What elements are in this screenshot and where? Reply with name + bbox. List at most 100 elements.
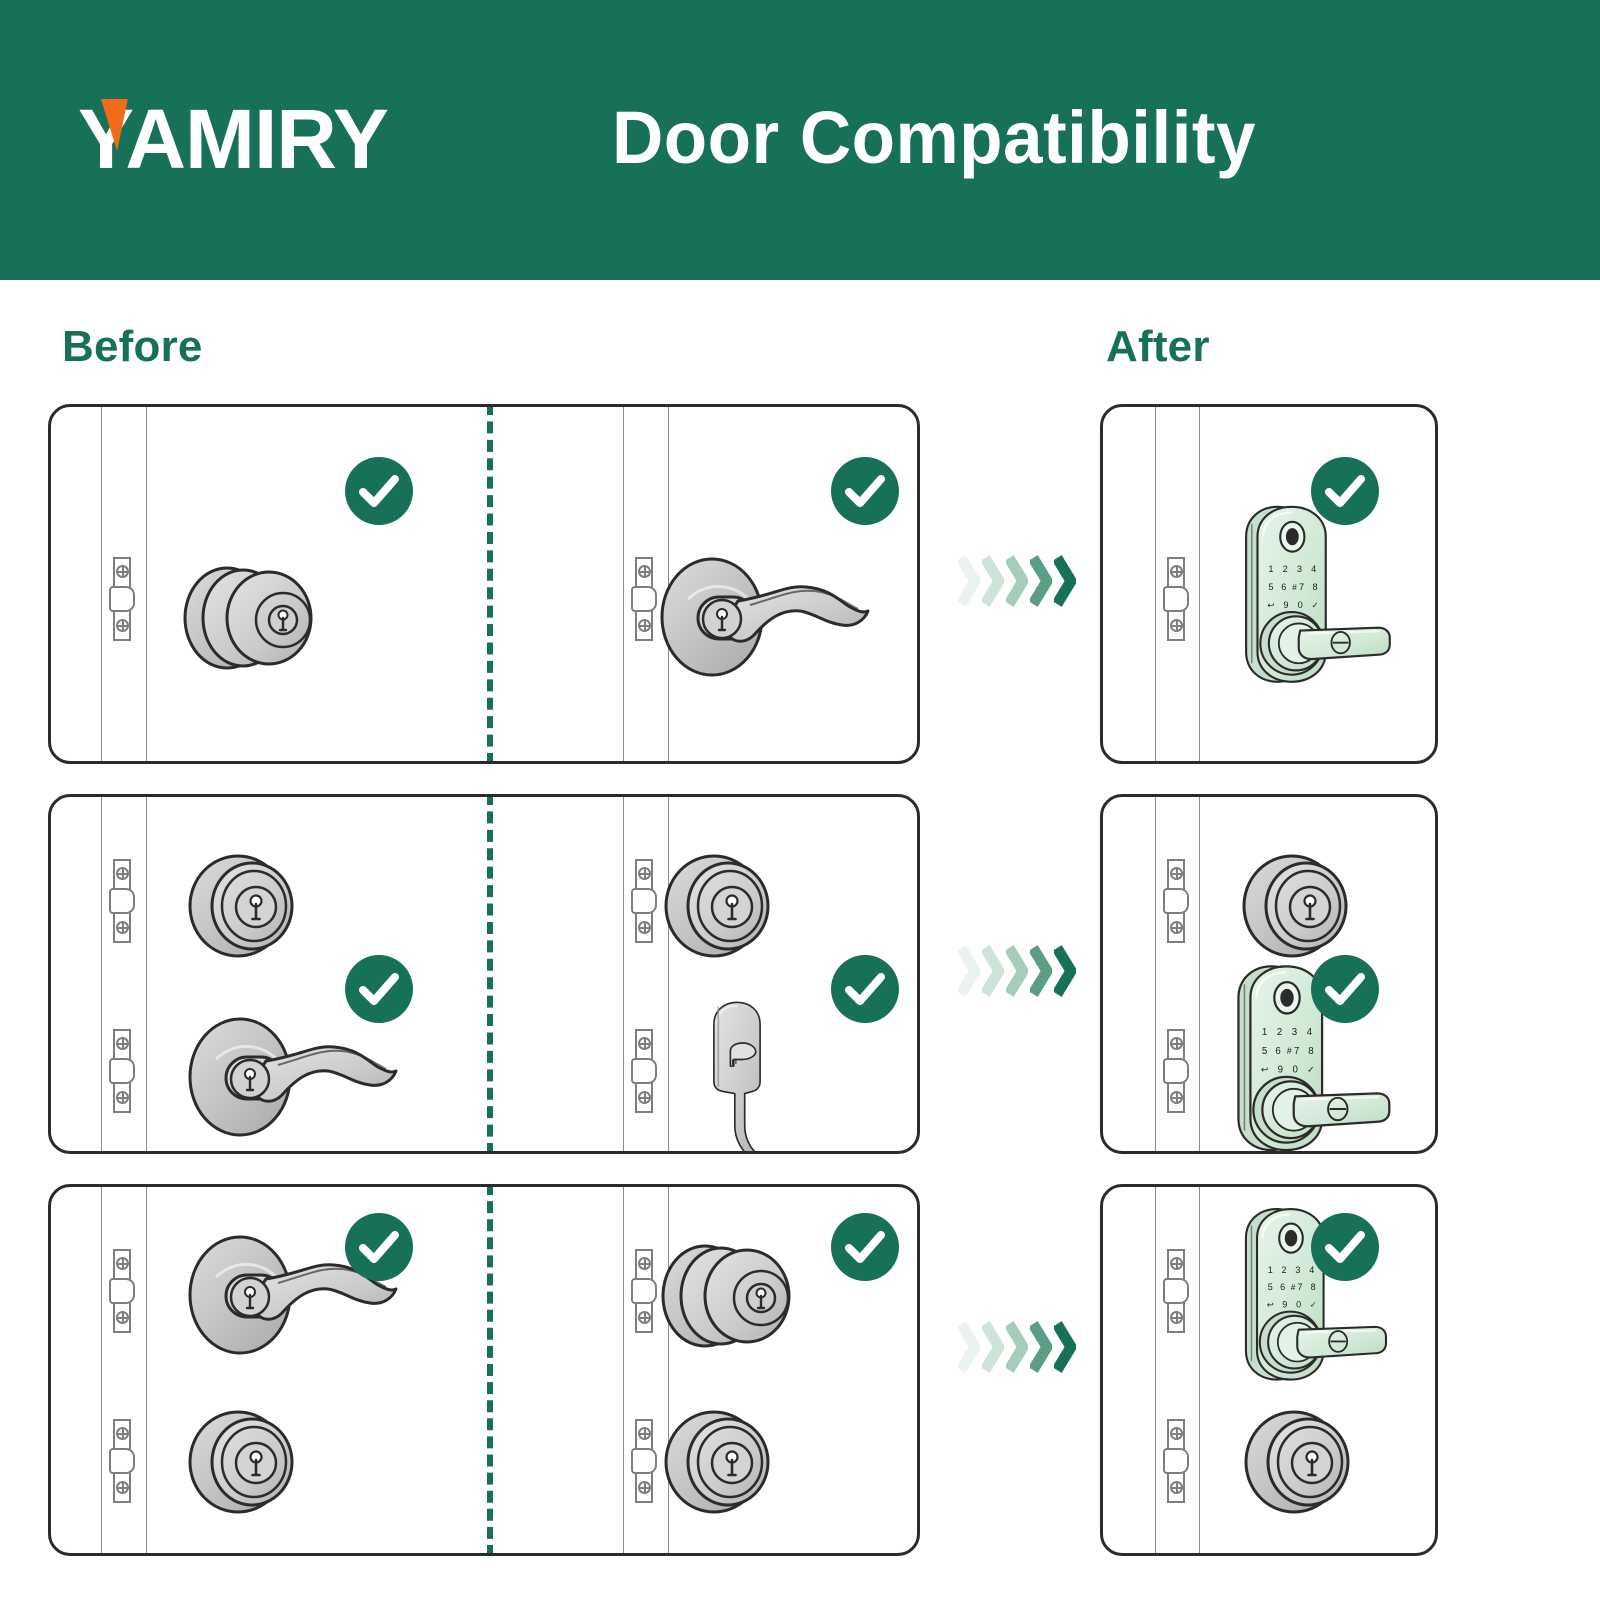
strike-plate <box>1163 557 1189 641</box>
status-badge-compatible <box>345 457 413 525</box>
before-door-panel-row-3 <box>48 1184 920 1556</box>
chevron-icon <box>1006 945 1028 997</box>
door-stile-line <box>1199 797 1200 1151</box>
after-door-panel-row-1 <box>1100 404 1438 764</box>
deadbolt <box>659 1405 777 1517</box>
screw-icon <box>638 1091 651 1104</box>
transition-arrows <box>958 1318 1076 1376</box>
door-stile-line <box>623 407 624 761</box>
strike-plate <box>631 1029 657 1113</box>
latch-bolt-icon <box>109 1448 135 1474</box>
panel-divider <box>487 1187 493 1553</box>
orange-wedge-icon <box>99 99 128 151</box>
check-icon <box>359 1231 399 1263</box>
page-title: Door Compatibility <box>612 96 1257 179</box>
chevron-icon <box>1006 555 1028 607</box>
strike-plate <box>1163 859 1189 943</box>
chevron-icon <box>958 945 980 997</box>
screw-icon <box>116 1037 129 1050</box>
check-icon <box>845 1231 885 1263</box>
latch-bolt-icon <box>1163 888 1189 914</box>
screw-icon <box>638 1311 651 1324</box>
door-knob <box>651 1235 801 1355</box>
chevron-icon <box>958 1321 980 1373</box>
panel-divider <box>487 407 493 761</box>
smart-lock-keypad <box>1239 495 1399 695</box>
chevron-icon <box>1006 1321 1028 1373</box>
strike-plate <box>1163 1249 1189 1333</box>
handleset-escutcheon <box>681 999 793 1151</box>
check-icon <box>845 973 885 1005</box>
screw-icon <box>1170 1091 1183 1104</box>
door-stile-line <box>146 797 147 1151</box>
door-stile-line <box>101 1187 102 1553</box>
check-icon <box>1325 973 1365 1005</box>
chevron-icon <box>1054 945 1076 997</box>
screw-icon <box>638 921 651 934</box>
status-badge-compatible <box>1311 1213 1379 1281</box>
strike-plate <box>631 859 657 943</box>
door-knob <box>173 557 323 677</box>
screw-icon <box>1170 1427 1183 1440</box>
deadbolt <box>1237 849 1355 961</box>
after-door-panel-row-3 <box>1100 1184 1438 1556</box>
status-badge-compatible <box>1311 457 1379 525</box>
after-door-panel-row-2 <box>1100 794 1438 1154</box>
door-stile-line <box>1155 407 1156 761</box>
door-stile-line <box>668 797 669 1151</box>
door-stile-line <box>101 797 102 1151</box>
screw-icon <box>1170 867 1183 880</box>
strike-plate <box>109 859 135 943</box>
chevron-icon <box>1030 555 1052 607</box>
chevron-icon <box>982 1321 1004 1373</box>
screw-icon <box>1170 565 1183 578</box>
deadbolt <box>183 1405 301 1517</box>
screw-icon <box>638 1037 651 1050</box>
status-badge-compatible <box>345 955 413 1023</box>
door-stile-line <box>623 1187 624 1553</box>
strike-plate <box>631 1419 657 1503</box>
lever-handle <box>649 555 879 680</box>
strike-plate <box>109 557 135 641</box>
transition-arrows <box>958 552 1076 610</box>
chevron-icon <box>982 555 1004 607</box>
screw-icon <box>638 867 651 880</box>
screw-icon <box>638 1257 651 1270</box>
latch-bolt-icon <box>109 586 135 612</box>
chevron-icon <box>1030 945 1052 997</box>
status-badge-compatible <box>831 1213 899 1281</box>
screw-icon <box>116 921 129 934</box>
door-stile-line <box>668 407 669 761</box>
screw-icon <box>116 619 129 632</box>
door-stile-line <box>1155 1187 1156 1553</box>
status-badge-compatible <box>345 1213 413 1281</box>
chevron-icon <box>1054 1321 1076 1373</box>
check-icon <box>359 973 399 1005</box>
panel-divider <box>487 797 493 1151</box>
status-badge-compatible <box>831 955 899 1023</box>
screw-icon <box>638 1427 651 1440</box>
latch-bolt-icon <box>631 888 657 914</box>
brand-logo: YAMIRY <box>78 92 389 188</box>
screw-icon <box>1170 619 1183 632</box>
strike-plate <box>109 1029 135 1113</box>
screw-icon <box>116 1091 129 1104</box>
latch-bolt-icon <box>1163 586 1189 612</box>
check-icon <box>845 475 885 507</box>
brand-wordmark: YAMIRY <box>78 92 389 186</box>
strike-plate <box>109 1249 135 1333</box>
door-stile-line <box>101 407 102 761</box>
latch-bolt-icon <box>1163 1448 1189 1474</box>
status-badge-compatible <box>1311 955 1379 1023</box>
deadbolt <box>1239 1405 1357 1517</box>
door-stile-line <box>146 407 147 761</box>
strike-plate <box>109 1419 135 1503</box>
screw-icon <box>116 565 129 578</box>
before-section-label: Before <box>62 322 203 371</box>
status-badge-compatible <box>831 457 899 525</box>
latch-bolt-icon <box>631 586 657 612</box>
door-stile-line <box>1199 407 1200 761</box>
screw-icon <box>116 867 129 880</box>
chevron-icon <box>1054 555 1076 607</box>
screw-icon <box>1170 921 1183 934</box>
